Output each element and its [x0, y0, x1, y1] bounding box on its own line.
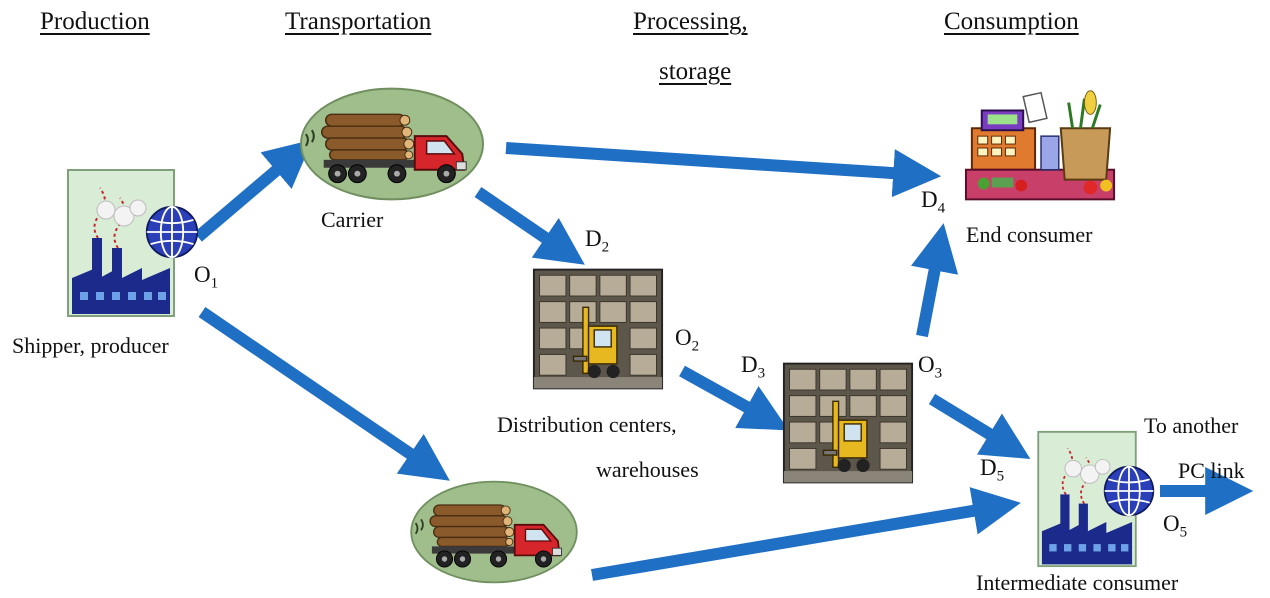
carrier-label: Carrier — [321, 207, 384, 232]
globe-icon — [145, 205, 199, 259]
end-consumer-label: End consumer — [966, 222, 1093, 247]
arrow-truck2-to-d5 — [591, 487, 1021, 581]
node-d2: D2 — [585, 226, 610, 256]
another-link-label-line2: PC link — [1178, 458, 1245, 483]
arrow-o2-to-d3 — [679, 365, 789, 431]
globe-icon — [1103, 465, 1155, 517]
log-truck-icon — [410, 480, 578, 584]
header-consumption: Consumption — [944, 8, 1079, 35]
node-d5: D5 — [980, 455, 1005, 485]
node-d4: D4 — [921, 187, 946, 217]
arrow-o3-to-d4 — [911, 223, 959, 338]
shipper-label: Shipper, producer — [12, 333, 169, 358]
arrows — [194, 139, 1254, 581]
log-truck-icon — [299, 87, 485, 201]
distribution-label-line2: warehouses — [596, 457, 699, 482]
distribution-label-line1: Distribution centers, — [497, 412, 677, 437]
shopping-register-icon — [964, 89, 1116, 201]
header-production: Production — [40, 8, 150, 35]
header-transportation: Transportation — [285, 8, 432, 35]
header-storage: storage — [659, 58, 732, 85]
warehouse-forklift-icon — [532, 268, 664, 390]
node-d3: D3 — [741, 352, 766, 382]
node-o1: O1 — [194, 262, 219, 292]
header-processing: Processing, — [633, 8, 748, 35]
another-link-label-line1: To another — [1144, 413, 1239, 438]
arrow-o1-to-truck2 — [198, 307, 450, 481]
intermediate-consumer-label: Intermediate consumer — [976, 570, 1179, 595]
arrow-carrier-to-d2 — [474, 187, 585, 265]
arrow-carrier-to-d4 — [505, 142, 942, 198]
node-o3: O3 — [918, 352, 943, 382]
node-o2: O2 — [675, 325, 700, 355]
node-o5: O5 — [1163, 511, 1188, 541]
arrow-o1-to-carrier — [194, 139, 313, 242]
arrow-o3-to-d5 — [928, 393, 1031, 459]
warehouse-forklift-icon — [782, 362, 914, 484]
